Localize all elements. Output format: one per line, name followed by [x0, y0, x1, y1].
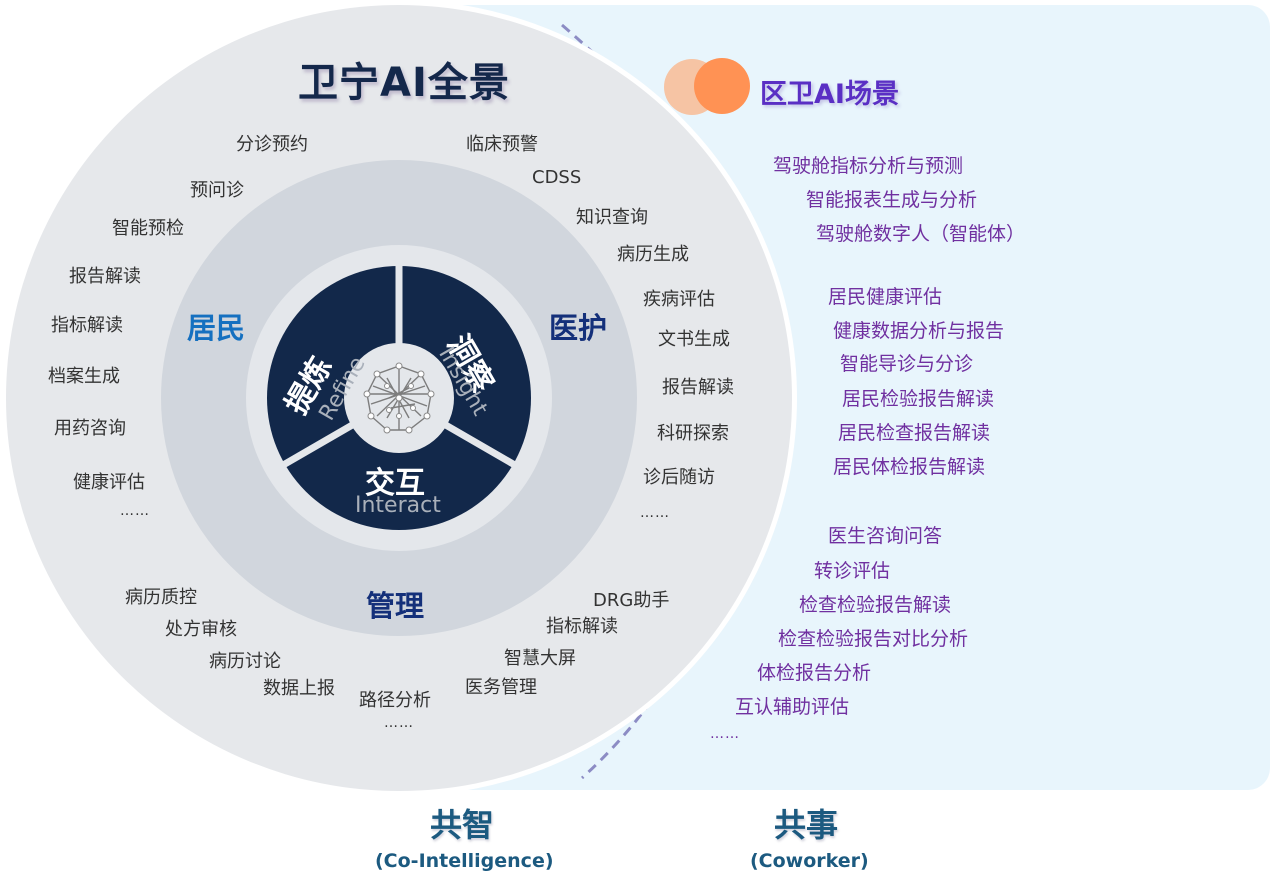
management-item: 数据上报 — [263, 678, 335, 699]
resident-item: 智能预检 — [112, 218, 184, 239]
domain-label-resident: 居民 — [187, 311, 246, 345]
medical-ellipsis: …… — [640, 505, 670, 521]
footer-right-title: 共事 — [774, 806, 839, 844]
management-item: 路径分析 — [359, 690, 431, 711]
resident-item: 档案生成 — [48, 366, 120, 387]
scenario-item: 转诊评估 — [814, 560, 891, 582]
resident-item: 用药咨询 — [54, 418, 126, 439]
footer-right-subtitle: (Coworker) — [750, 850, 869, 872]
footer-left-subtitle: (Co-Intelligence) — [375, 850, 554, 872]
scenario-item: 驾驶舱指标分析与预测 — [773, 155, 964, 177]
management-item: 病历质控 — [125, 587, 197, 608]
medical-item: 知识查询 — [576, 207, 648, 228]
scenario-item: 智能导诊与分诊 — [840, 353, 974, 375]
medical-item: 诊后随访 — [643, 467, 715, 488]
medical-item: 病历生成 — [617, 244, 689, 265]
decorative-circle-orange — [694, 58, 750, 114]
scenario-ellipsis: …… — [710, 726, 740, 742]
domain-label-medical: 医护 — [549, 311, 608, 345]
resident-item: 分诊预约 — [236, 134, 308, 155]
domain-label-management: 管理 — [366, 589, 425, 623]
resident-item: 指标解读 — [51, 315, 123, 336]
segment-interact-en: Interact — [355, 493, 441, 518]
scenario-item: 驾驶舱数字人（智能体） — [816, 223, 1026, 245]
resident-item: 预问诊 — [190, 180, 244, 201]
management-item: 处方审核 — [165, 619, 237, 640]
scenario-item: 体检报告分析 — [757, 662, 872, 684]
scenario-item: 检查检验报告对比分析 — [778, 628, 969, 650]
management-item: DRG助手 — [593, 590, 670, 611]
page-title: 卫宁AI全景 — [298, 60, 510, 106]
scenario-item: 智能报表生成与分析 — [806, 189, 978, 211]
medical-item: 文书生成 — [658, 329, 730, 350]
neural-network-sphere-icon — [363, 362, 435, 434]
scenario-item: 医生咨询问答 — [828, 525, 943, 547]
scenario-item: 健康数据分析与报告 — [833, 320, 1005, 342]
resident-ellipsis: …… — [120, 503, 150, 519]
medical-item: 临床预警 — [466, 134, 538, 155]
scenario-item: 互认辅助评估 — [735, 696, 850, 718]
segment-interact-cn: 交互 — [365, 466, 425, 501]
resident-item: 报告解读 — [69, 266, 141, 287]
medical-item: 疾病评估 — [643, 289, 715, 310]
scenario-item: 居民健康评估 — [828, 286, 943, 308]
management-ellipsis: …… — [384, 715, 414, 731]
management-item: 医务管理 — [465, 677, 537, 698]
management-item: 智慧大屏 — [504, 648, 576, 669]
footer-left-title: 共智 — [430, 806, 495, 844]
scenario-panel-title: 区卫AI场景 — [760, 79, 899, 110]
scenario-item: 检查检验报告解读 — [799, 594, 952, 616]
management-item: 病历讨论 — [209, 651, 281, 672]
medical-item: 报告解读 — [662, 377, 734, 398]
scenario-item: 居民检查报告解读 — [838, 422, 991, 444]
scenario-item: 居民检验报告解读 — [842, 388, 995, 410]
medical-item: CDSS — [532, 167, 582, 188]
medical-item: 科研探索 — [657, 423, 729, 444]
scenario-item: 居民体检报告解读 — [833, 456, 986, 478]
resident-item: 健康评估 — [73, 472, 145, 493]
management-item: 指标解读 — [546, 616, 618, 637]
